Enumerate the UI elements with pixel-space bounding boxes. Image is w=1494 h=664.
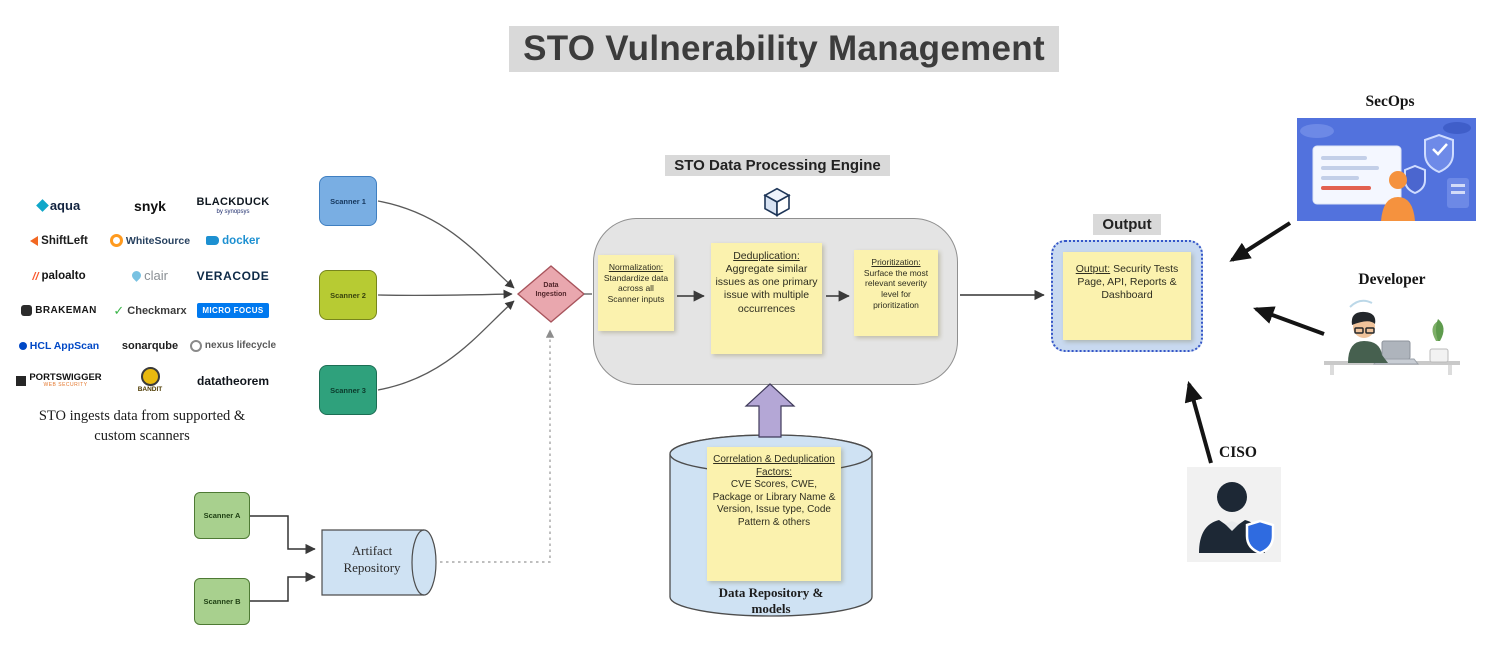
cube-icon — [763, 187, 791, 217]
ciso-illustration — [1187, 467, 1281, 562]
prioritization-note: Prioritization: Surface the most relevan… — [854, 250, 938, 336]
artifact-to-ingestion-dotted-connector — [440, 329, 555, 563]
scanner-b-connector — [250, 571, 316, 602]
logo-checkmarx: Checkmarx — [113, 302, 186, 320]
logo-shiftleft: ShiftLeft — [30, 235, 88, 247]
logo-aqua: aqua — [35, 198, 80, 213]
secops-image — [1297, 118, 1476, 221]
output-note-heading: Output: — [1075, 263, 1111, 275]
ciso-image — [1187, 467, 1281, 562]
hcl-appscan-icon — [18, 341, 27, 350]
artifact-repository-line1: Artifact — [351, 543, 393, 558]
scanner-3-node: Scanner 3 — [319, 365, 377, 415]
bandit-icon — [140, 367, 160, 387]
brakeman-icon — [21, 305, 33, 316]
output-label: Output — [1093, 214, 1161, 235]
correlation-heading: Correlation & Deduplication Factors: — [713, 454, 835, 478]
normalization-note: Normalization: Standardize data across a… — [598, 255, 674, 331]
correlation-note: Correlation & Deduplication Factors: CVE… — [707, 447, 841, 581]
output-note: Output: Security Tests Page, API, Report… — [1063, 252, 1191, 340]
deduplication-body: Aggregate similar issues as one primary … — [715, 263, 818, 315]
secops-to-output-arrow — [1229, 221, 1292, 262]
logo-snyk: snyk — [134, 197, 166, 214]
nexus-icon — [189, 339, 202, 352]
logo-bandit: BANDIT — [138, 367, 162, 394]
logo-caption: STO ingests data from supported & custom… — [10, 407, 274, 446]
logo-docker: docker — [206, 235, 260, 247]
scanner3-connector — [377, 300, 515, 391]
logo-caption-line1: STO ingests data from supported & — [38, 408, 246, 424]
deduplication-heading: Deduplication: — [733, 250, 800, 262]
developer-illustration — [1320, 293, 1464, 375]
logo-clair: clair — [130, 268, 168, 283]
developer-image — [1320, 293, 1464, 375]
logo-whitesource: WhiteSource — [109, 234, 190, 247]
normalization-heading: Normalization: — [608, 262, 664, 272]
portswigger-icon — [16, 375, 27, 386]
scanner-2-node: Scanner 2 — [319, 270, 377, 320]
correlation-body: CVE Scores, CWE, Package or Library Name… — [712, 479, 836, 528]
clair-icon — [130, 269, 143, 282]
secops-label: SecOps — [1365, 93, 1415, 110]
output-note-body: Security Tests Page, API, Reports & Dash… — [1077, 263, 1179, 302]
deduplication-note: Deduplication: Aggregate similar issues … — [711, 243, 822, 354]
whitesource-icon — [109, 234, 123, 247]
logo-microfocus: MICRO FOCUS — [197, 303, 269, 318]
ciso-label: CISO — [1219, 444, 1257, 461]
logo-brakeman: BRAKEMAN — [21, 305, 97, 316]
developer-label: Developer — [1358, 271, 1426, 288]
developer-to-output-arrow — [1252, 306, 1325, 336]
artifact-repository-label: Artifact Repository — [324, 543, 420, 577]
data-repository-label-line2: models — [751, 601, 791, 617]
title-wrap: STO Vulnerability Management — [470, 26, 1098, 72]
processing-engine-icon — [761, 186, 793, 218]
prioritization-heading: Prioritization: — [871, 257, 921, 267]
scanner-1-node: Scanner 1 — [319, 176, 377, 226]
repository-to-engine-block-arrow — [744, 383, 796, 438]
aqua-icon — [35, 199, 49, 212]
secops-illustration — [1297, 118, 1476, 221]
scanner-a-node: Scanner A — [194, 492, 250, 539]
engine-title-wrap: STO Data Processing Engine — [640, 155, 915, 176]
artifact-repository-cylinder — [320, 528, 438, 597]
checkmarx-icon — [113, 302, 124, 320]
data-repository-label-line1: Data Repository & — [718, 585, 824, 600]
logo-datatheorem: datatheorem — [196, 373, 270, 388]
output-label-wrap: Output — [1061, 214, 1193, 235]
page-title: STO Vulnerability Management — [509, 26, 1059, 72]
artifact-repository-line2: Repository — [343, 559, 401, 575]
logo-paloalto: paloalto — [32, 267, 86, 285]
logo-sonarqube: sonarqube — [121, 339, 179, 352]
data-repository-label: Data Repository & models — [688, 585, 854, 618]
data-ingestion-label: Data Ingestion — [535, 282, 567, 298]
scanner1-connector — [377, 200, 515, 289]
logo-caption-line2: custom scanners — [94, 427, 190, 444]
paloalto-icon — [32, 267, 38, 285]
logo-hcl-appscan: HCL AppScan — [18, 340, 99, 352]
prioritization-body: Surface the most relevant severity level… — [863, 267, 929, 310]
logo-veracode: VERACODE — [196, 268, 270, 283]
scanner2-connector — [377, 289, 513, 299]
normalization-body: Standardize data across all Scanner inpu… — [603, 272, 669, 304]
engine-title: STO Data Processing Engine — [665, 155, 890, 176]
scanner-b-node: Scanner B — [194, 578, 250, 625]
scanner-a-connector — [250, 515, 316, 555]
logo-nexus-lifecycle: nexus lifecycle — [189, 339, 276, 352]
artifact-cylinder-shape — [321, 529, 437, 596]
docker-whale-icon — [206, 236, 220, 245]
shiftleft-icon — [30, 235, 39, 246]
